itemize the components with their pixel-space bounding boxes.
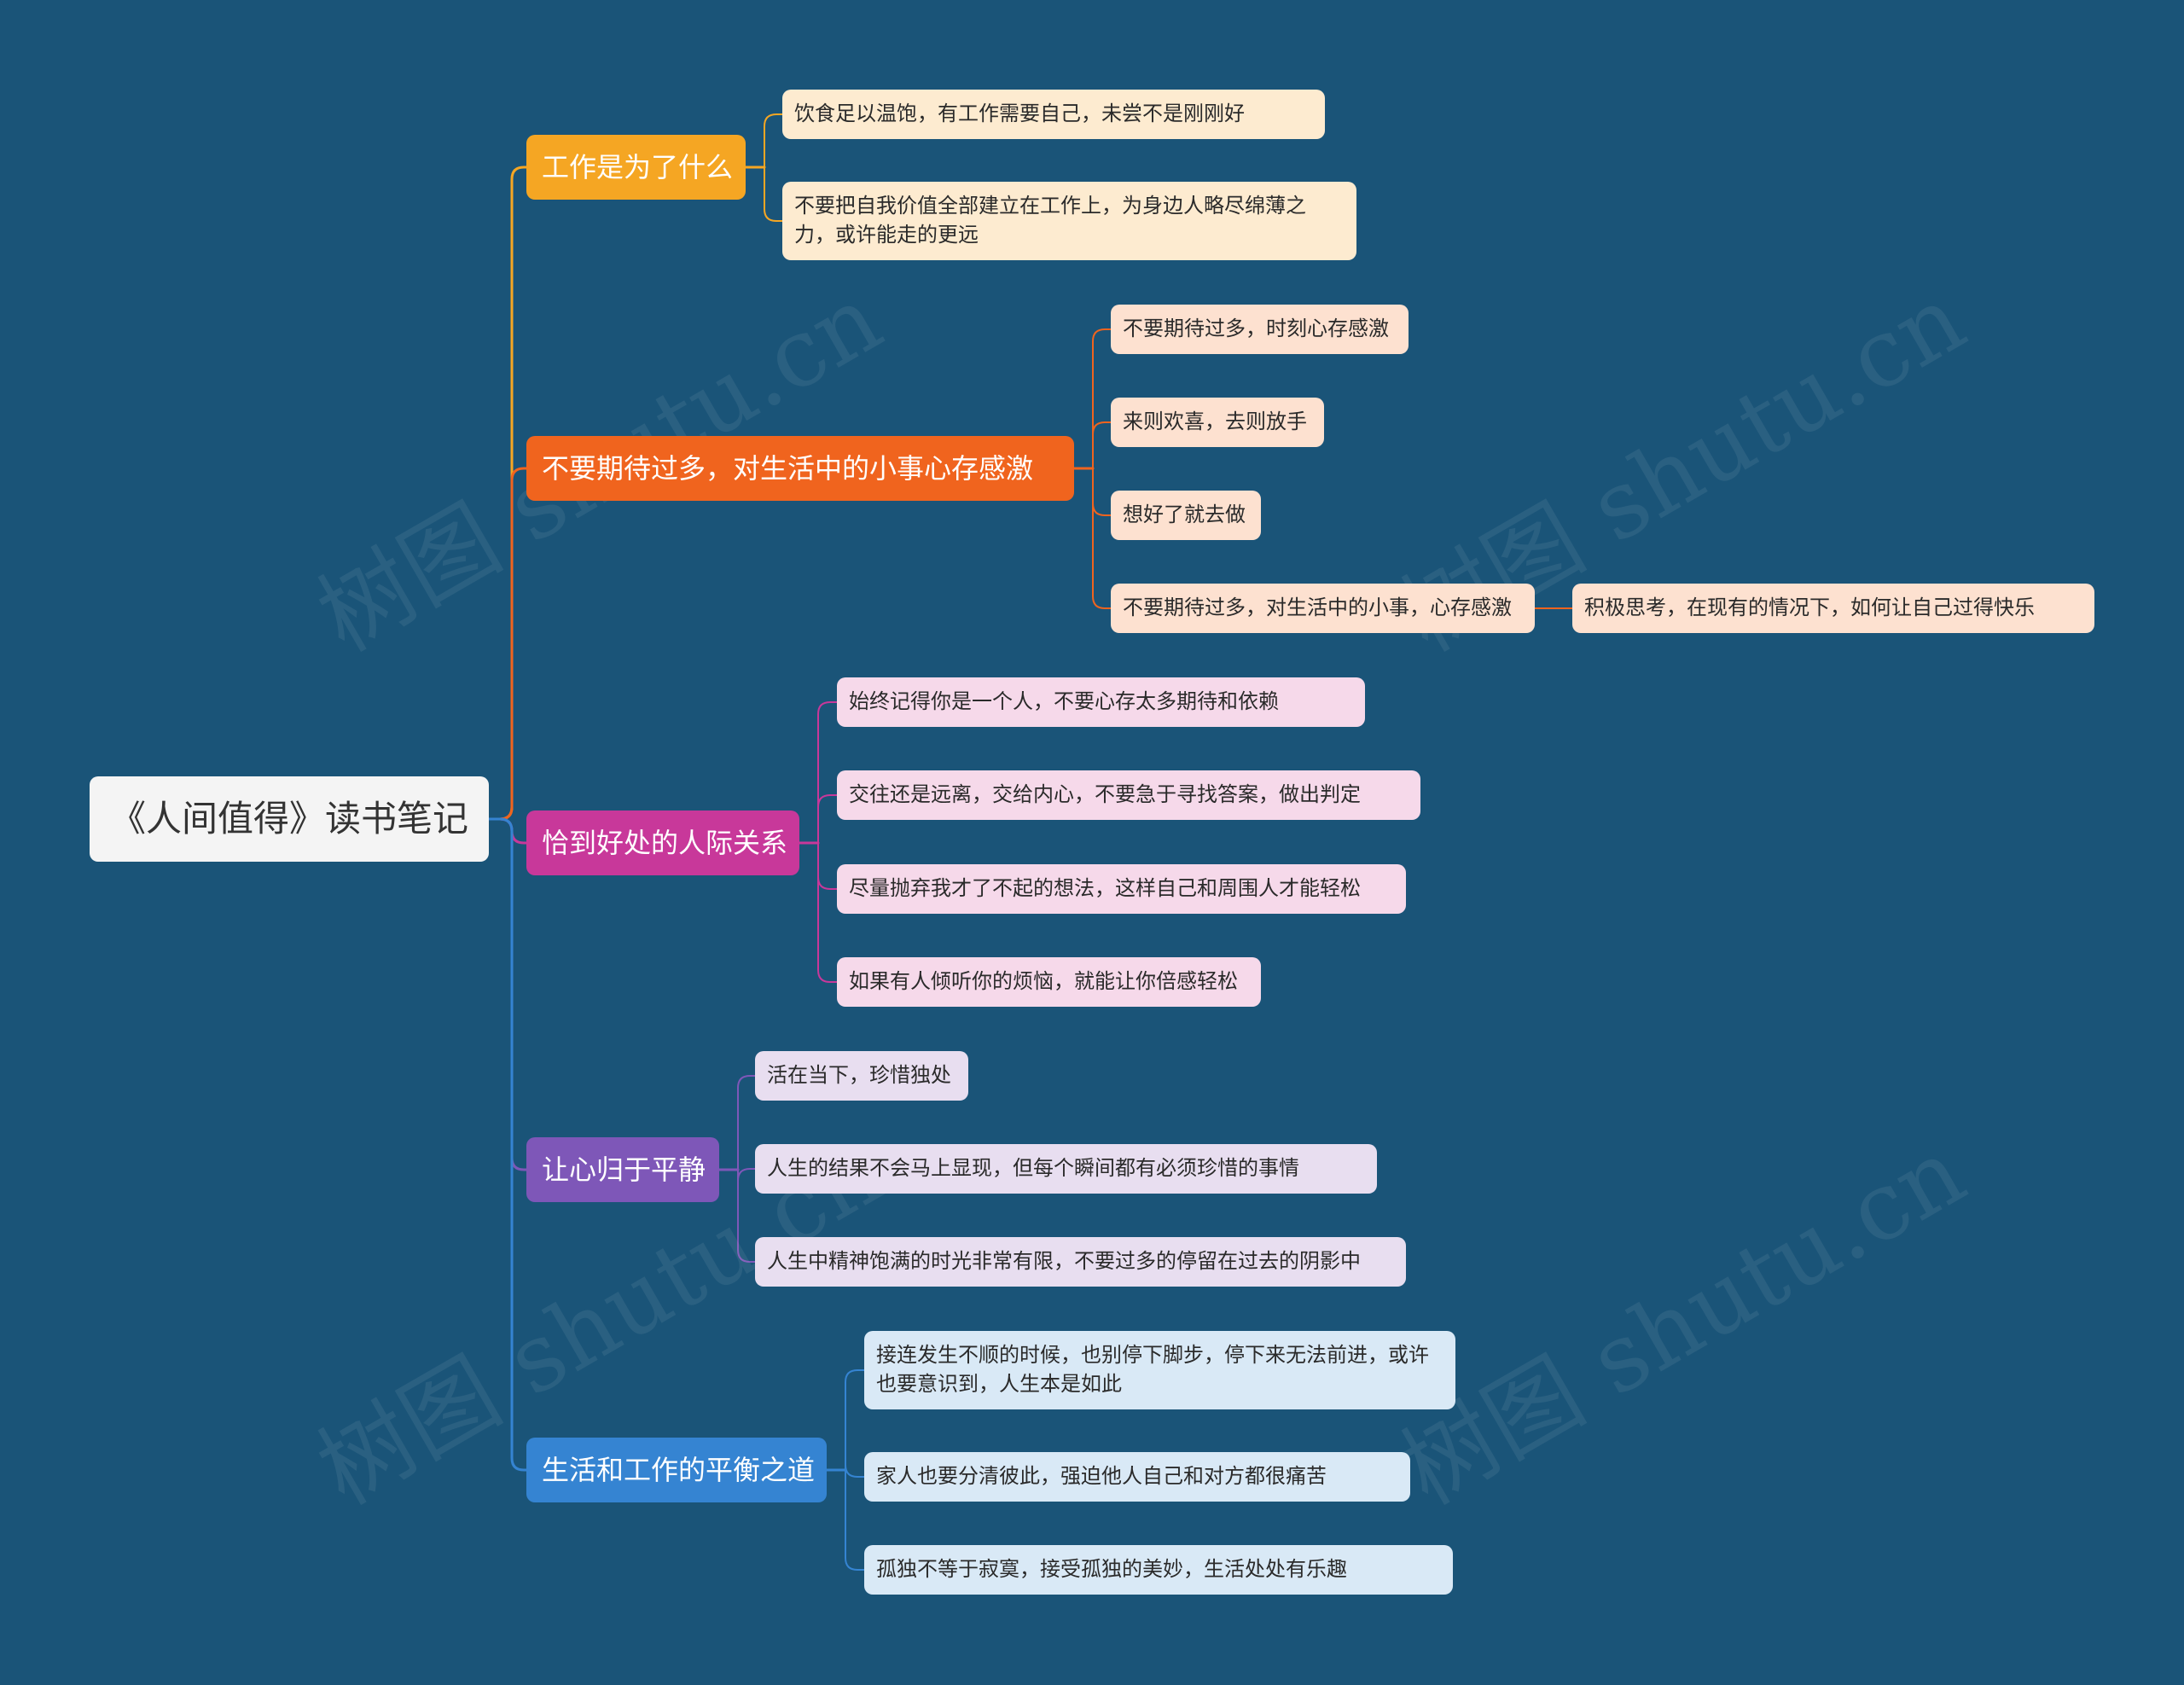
- branch-connector: [487, 817, 528, 1171]
- leaf-connector: [764, 166, 783, 222]
- leaf-topic[interactable]: 家人也要分清彼此，强迫他人自己和对方都很痛苦: [864, 1452, 1410, 1502]
- leaf-topic[interactable]: 孤独不等于寂寞，接受孤独的美妙，生活处处有乐趣: [864, 1545, 1453, 1595]
- leaf-topic[interactable]: 来则欢喜，去则放手: [1111, 398, 1324, 447]
- branch-connector: [487, 817, 528, 1472]
- leaf-connector: [845, 1469, 865, 1571]
- leaf-connector: [737, 1075, 756, 1171]
- leaf-topic[interactable]: 人生中精神饱满的时光非常有限，不要过多的停留在过去的阴影中: [755, 1237, 1406, 1287]
- leaf-connector: [1092, 421, 1112, 469]
- leaf-connector: [817, 842, 838, 890]
- branch-topic-life-work-balance[interactable]: 生活和工作的平衡之道: [526, 1438, 827, 1502]
- branch-connector: [487, 467, 528, 821]
- leaf-topic[interactable]: 交往还是远离，交给内心，不要急于寻找答案，做出判定: [837, 770, 1420, 820]
- root-topic[interactable]: 《人间值得》读书笔记: [90, 776, 489, 862]
- leaf-topic[interactable]: 想好了就去做: [1111, 491, 1261, 540]
- branch-topic-relationships[interactable]: 恰到好处的人际关系: [526, 811, 799, 875]
- sub-leaf-topic[interactable]: 积极思考，在现有的情况下，如何让自己过得快乐: [1572, 584, 2094, 633]
- leaf-topic[interactable]: 接连发生不顺的时候，也别停下脚步，停下来无法前进，或许也要意识到，人生本是如此: [864, 1331, 1455, 1409]
- leaf-topic[interactable]: 饮食足以温饱，有工作需要自己，未尝不是刚刚好: [782, 90, 1325, 139]
- leaf-connector: [817, 794, 838, 844]
- leaf-connector: [845, 1369, 865, 1471]
- leaf-connector: [737, 1169, 756, 1263]
- leaf-connector: [845, 1464, 865, 1478]
- leaf-topic[interactable]: 尽量抛弃我才了不起的想法，这样自己和周围人才能轻松: [837, 864, 1406, 914]
- leaf-connector: [764, 113, 783, 168]
- leaf-topic[interactable]: 不要期待过多，时刻心存感激: [1111, 305, 1409, 354]
- leaf-connector: [817, 701, 838, 844]
- branch-topic-work-purpose[interactable]: 工作是为了什么: [526, 135, 746, 200]
- leaf-connector: [817, 842, 838, 983]
- branch-topic-calm-heart[interactable]: 让心归于平静: [526, 1137, 719, 1202]
- leaf-topic[interactable]: 人生的结果不会马上显现，但每个瞬间都有必须珍惜的事情: [755, 1144, 1377, 1194]
- leaf-connector: [1092, 468, 1112, 516]
- leaf-connector: [1092, 328, 1112, 469]
- leaf-connector: [1092, 468, 1112, 609]
- leaf-topic[interactable]: 始终记得你是一个人，不要心存太多期待和依赖: [837, 677, 1365, 727]
- leaf-topic[interactable]: 不要把自我价值全部建立在工作上，为身边人略尽绵薄之力，或许能走的更远: [782, 182, 1356, 260]
- branch-topic-gratitude[interactable]: 不要期待过多，对生活中的小事心存感激: [526, 436, 1074, 501]
- leaf-topic[interactable]: 不要期待过多，对生活中的小事，心存感激: [1111, 584, 1535, 633]
- leaf-topic[interactable]: 如果有人倾听你的烦恼，就能让你倍感轻松: [837, 957, 1261, 1007]
- leaf-topic[interactable]: 活在当下，珍惜独处: [755, 1051, 968, 1101]
- leaf-connector: [737, 1168, 756, 1182]
- branch-connector: [487, 166, 528, 821]
